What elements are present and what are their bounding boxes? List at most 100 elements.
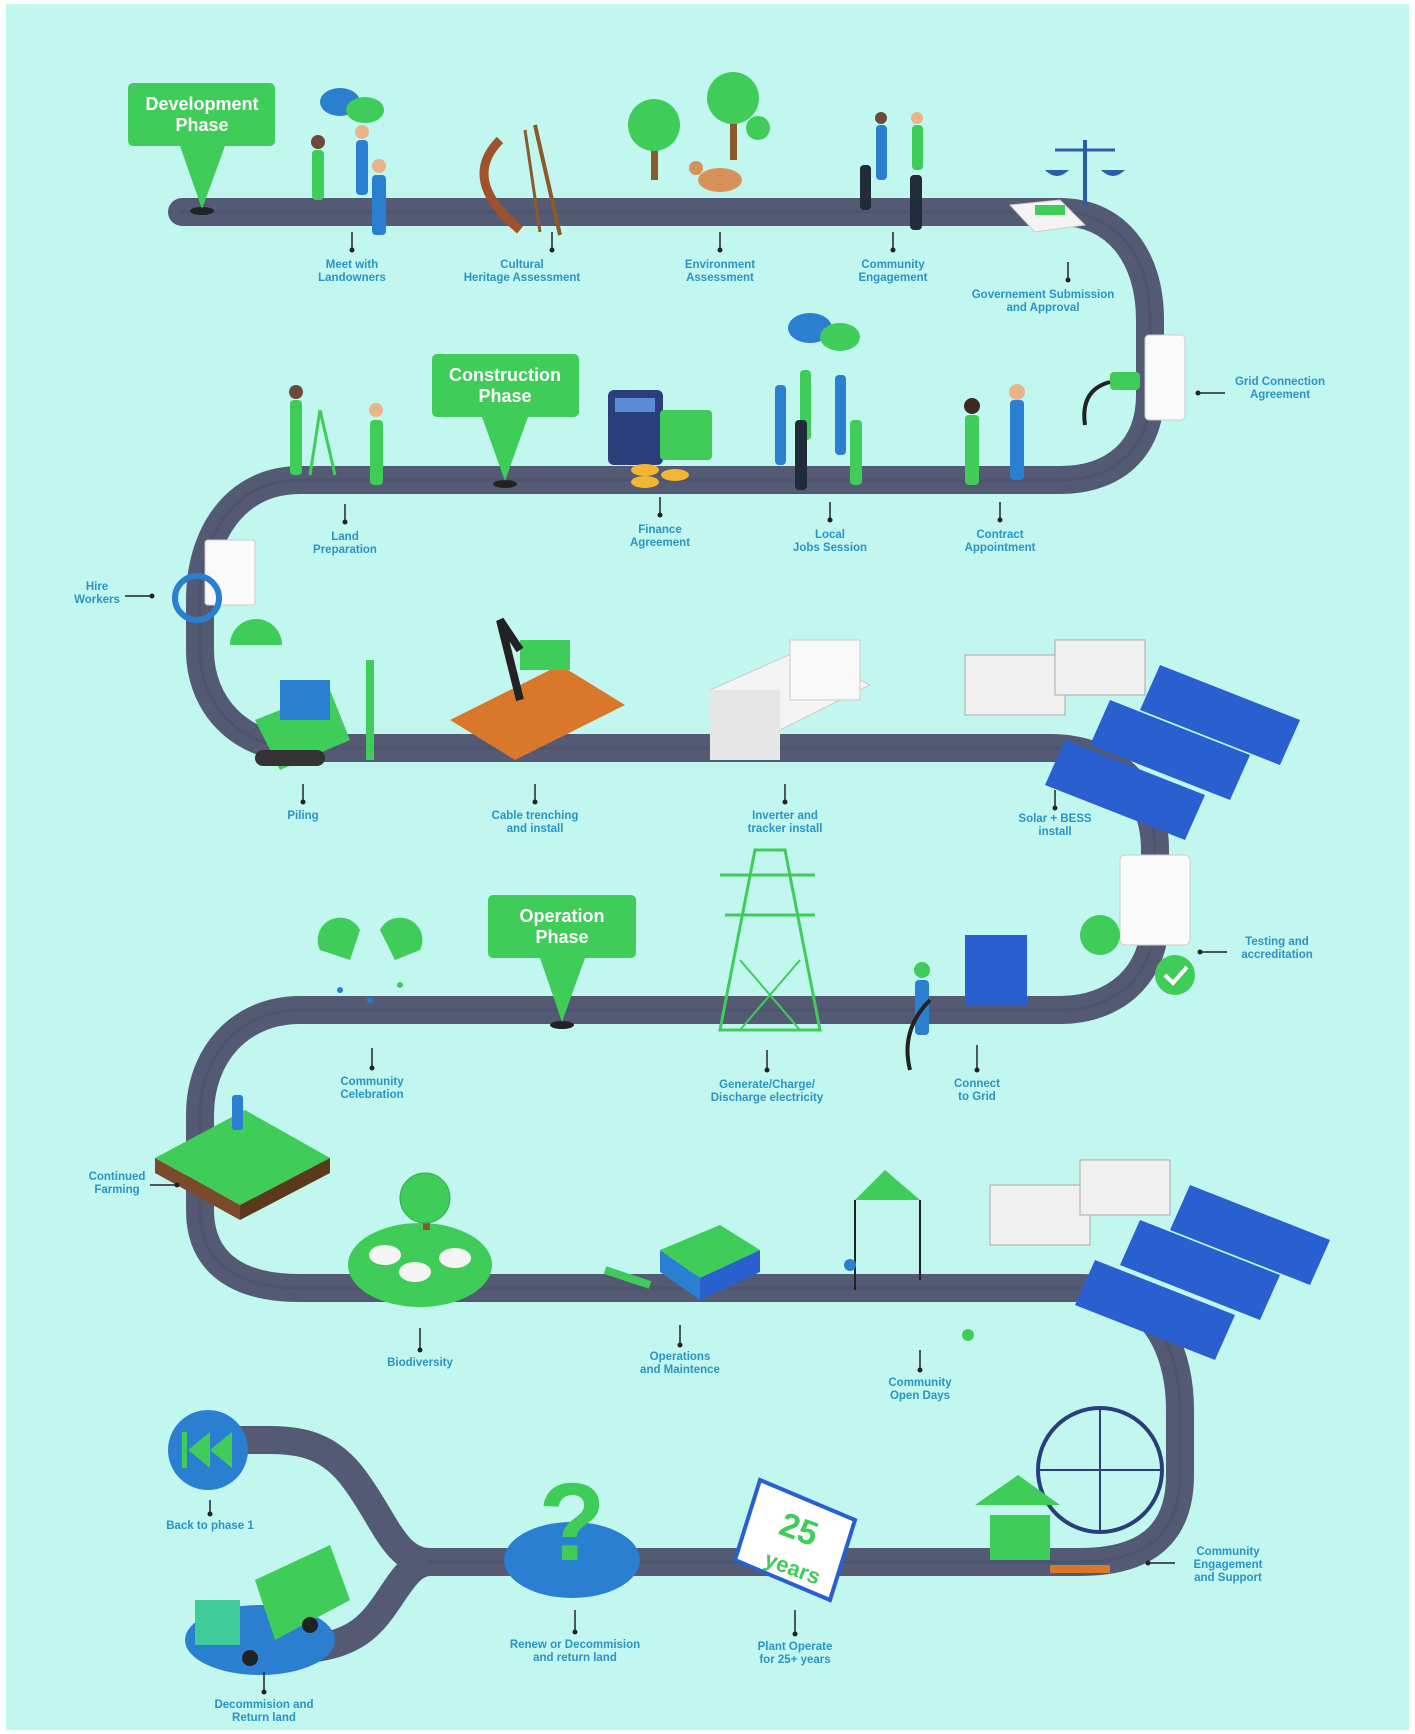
- leader-dot: [1065, 277, 1071, 283]
- step-label-line-2: Jobs Session: [793, 542, 867, 554]
- step-label-line-2: and install: [507, 823, 564, 835]
- calendar-icon: 25 years: [732, 1477, 858, 1603]
- step-label-line-1: Community: [340, 1076, 404, 1088]
- back-rewind-icon[interactable]: [168, 1410, 248, 1490]
- step-label-line-1: Land: [331, 531, 358, 543]
- step-label-line-2: and Approval: [1006, 302, 1079, 314]
- leader-dot: [764, 1067, 770, 1073]
- surveyors-icon: [289, 385, 383, 485]
- biodiversity-sheep-icon: [348, 1172, 492, 1307]
- leader-dot: [827, 517, 833, 523]
- svg-text:?: ?: [538, 1461, 605, 1584]
- leader-dot: [369, 1065, 375, 1071]
- fair-ferris-wheel-icon: [975, 1406, 1164, 1573]
- leader-dot: [974, 1067, 980, 1073]
- piling-machine-icon: [255, 660, 374, 770]
- step-label-line-1: Hire: [86, 581, 108, 593]
- leader-dot: [782, 799, 788, 805]
- step-label-line-2: Workers: [74, 594, 120, 606]
- step-label-line-2: Agreement: [1250, 389, 1310, 401]
- step-label-line-2: to Grid: [958, 1091, 996, 1103]
- step-label-line-1: Contract: [976, 529, 1023, 541]
- solar-bess-icon: [964, 639, 1300, 840]
- phase-title-construction: Construction: [449, 365, 561, 385]
- step-label-line-2: Preparation: [313, 544, 377, 556]
- step-label-line-1: Community: [888, 1377, 952, 1389]
- jobs-crowd-icon: [775, 313, 862, 490]
- leader-dot: [717, 247, 723, 253]
- step-label-line-1: Connect: [954, 1078, 1000, 1090]
- step-label-line-1: Cultural: [500, 259, 543, 271]
- step-label-line-2: Celebration: [340, 1089, 403, 1101]
- calculator-money-icon: [608, 390, 712, 488]
- question-mark-icon: ?: [504, 1461, 640, 1598]
- step-label-line-2: Assessment: [686, 272, 754, 284]
- step-label-line-1: Generate/Charge/: [719, 1079, 816, 1091]
- step-label-line-2: Heritage Assessment: [464, 272, 581, 284]
- phase-title-operation: Operation: [519, 906, 604, 926]
- step-label-line-1: Local: [815, 529, 845, 541]
- celebration-icon: [317, 917, 423, 1003]
- open-day-tent-icon: [844, 1170, 974, 1341]
- step-biodiversity: Biodiversity: [387, 1328, 454, 1369]
- step-piling: Piling: [287, 784, 319, 822]
- inverter-container-icon: [708, 639, 872, 760]
- leader-dot: [572, 1629, 578, 1635]
- leader-dot: [349, 247, 355, 253]
- trees-kangaroo-icon: [628, 72, 770, 192]
- leader-dot: [300, 799, 306, 805]
- phase-subtitle-construction: Phase: [478, 386, 531, 406]
- step-label-line-1: Renew or Decommision: [510, 1639, 640, 1651]
- leader-dot: [342, 519, 348, 525]
- leader-dot: [792, 1631, 798, 1637]
- boomerang-icon: [479, 124, 562, 236]
- step-label-line-1: Cable trenching: [492, 810, 579, 822]
- step-label-line-1: Continued: [89, 1171, 146, 1183]
- phase-subtitle-development: Phase: [175, 115, 228, 135]
- leader-dot: [1052, 805, 1058, 811]
- grid-plug-document-icon: [1082, 334, 1186, 426]
- leader-dot: [549, 247, 555, 253]
- step-generate-charge-discharge-electricity: Generate/Charge/Discharge electricity: [711, 1050, 824, 1104]
- phase-subtitle-operation: Phase: [535, 927, 588, 947]
- step-label-line-1: Testing and: [1245, 936, 1309, 948]
- leader-dot: [417, 1347, 423, 1353]
- leader-dot: [261, 1689, 267, 1695]
- hire-workers-icon: [172, 539, 282, 645]
- grid-socket-worker-icon: [905, 935, 1027, 1071]
- step-label-line-1: Finance: [638, 524, 681, 536]
- leader-dot: [1195, 390, 1201, 396]
- step-label-line-3: and Support: [1194, 1572, 1262, 1584]
- step-label-line-2: Return land: [232, 1712, 296, 1724]
- step-label-line-2: Engagement: [858, 272, 927, 284]
- step-label-line-1: Governement Submission: [972, 289, 1115, 301]
- step-label-line-2: Appointment: [965, 542, 1036, 554]
- scales-documents-icon: [1008, 140, 1125, 233]
- leader-dot: [677, 1342, 683, 1348]
- leader-dot: [917, 1367, 923, 1373]
- step-label-line-1: Operations: [650, 1351, 711, 1363]
- testing-monitor-icon: [1080, 854, 1195, 995]
- step-label-line-2: Agreement: [630, 537, 690, 549]
- leader-dot: [890, 247, 896, 253]
- trenching-excavator-icon: [450, 617, 625, 760]
- people-speech-icon: [311, 88, 386, 235]
- step-label-line-2: install: [1038, 826, 1071, 838]
- phase-marker-development: Development Phase: [128, 83, 275, 215]
- step-label-line-1: Plant Operate: [758, 1641, 833, 1653]
- leader-dot: [532, 799, 538, 805]
